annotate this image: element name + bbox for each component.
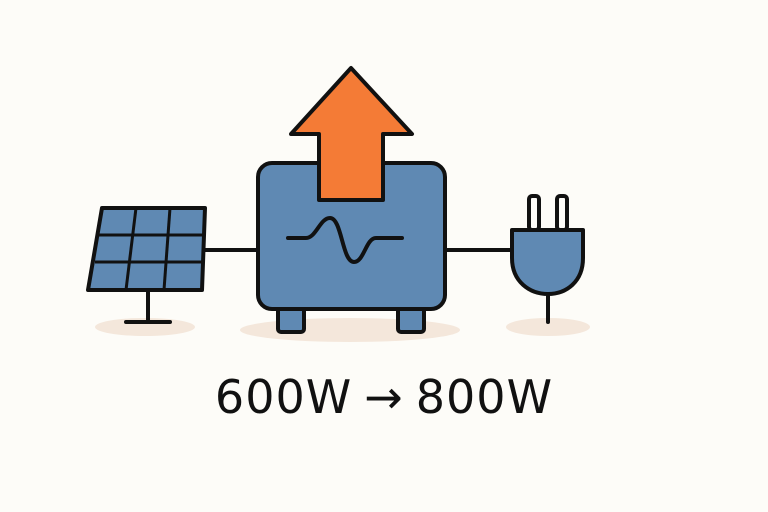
power-rating-caption: 600W→800W: [0, 370, 768, 424]
microinverter-icon: [256, 161, 447, 334]
plug-shadow: [506, 318, 590, 336]
sine-wave-icon: [286, 216, 404, 264]
upgrade-arrow-icon: [289, 66, 414, 202]
inverter-shadow: [240, 318, 460, 342]
old-power-rating: 600W: [214, 370, 353, 424]
rating-arrow: →: [364, 370, 404, 424]
solar-panel-icon: [86, 206, 207, 324]
power-plug-icon: [510, 194, 585, 324]
new-power-rating: 800W: [415, 370, 554, 424]
